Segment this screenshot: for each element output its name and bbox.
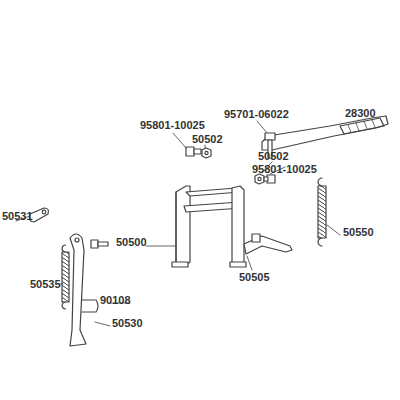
callout-number: 50505 xyxy=(239,271,270,283)
callout-number: 50535 xyxy=(30,278,61,290)
callout-number: 95801-10025 xyxy=(140,119,205,131)
callout-number: 50550 xyxy=(343,226,374,238)
callout-number: 50530 xyxy=(112,317,143,329)
callout-number: 28300 xyxy=(345,107,376,119)
callout-number: 50502 xyxy=(258,150,289,162)
callout-number: 95801-10025 xyxy=(252,163,317,175)
callout-number: 50531 xyxy=(2,210,33,222)
callout-number: 50500 xyxy=(116,236,147,248)
callout-number: 50502 xyxy=(192,133,223,145)
callout-number: 90108 xyxy=(100,294,131,306)
callout-number: 95701-06022 xyxy=(224,108,289,120)
